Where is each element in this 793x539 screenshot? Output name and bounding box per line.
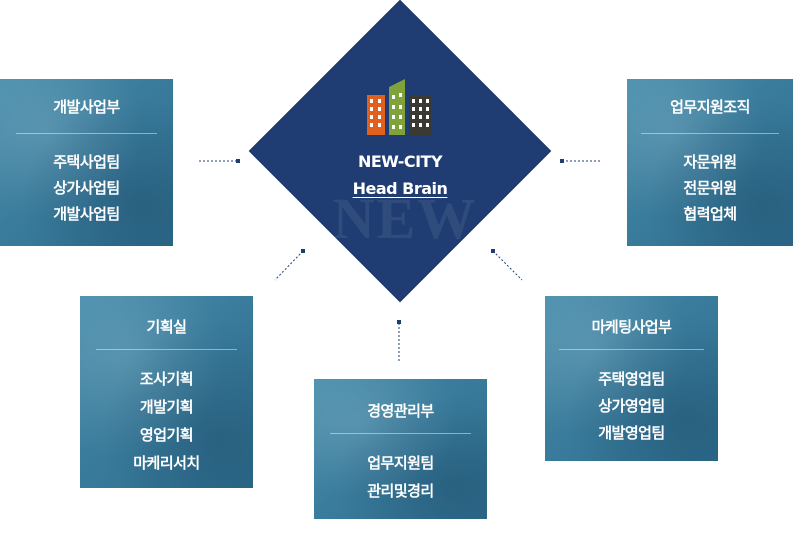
box-dev-title: 개발사업부 [53,98,120,116]
box-marketing-item-2: 상가영업팀 [598,397,665,415]
box-planning-item-3: 영업기획 [139,426,194,444]
box-dev-divider [16,133,157,134]
box-dev-division: 개발사업부 주택사업팀 상가사업팀 개발사업팀 [0,79,173,246]
box-marketing-divider [559,349,704,350]
box-management-item-1: 업무지원팀 [367,454,434,472]
box-planning-divider [96,349,237,350]
box-management-item-2: 관리및경리 [367,482,434,500]
box-support-item-1: 자문위원 [683,153,737,171]
box-planning: 기획실 조사기획 개발기획 영업기획 마케리서치 [80,296,253,488]
center-watermark: NEW [332,186,478,251]
box-marketing: 마케팅사업부 주택영업팀 상가영업팀 개발영업팀 [545,296,718,461]
connector-dot-dev [236,159,240,163]
box-support-title: 업무지원조직 [670,98,750,116]
box-management-title: 경영관리부 [367,402,434,420]
box-support-item-3: 협력업체 [683,205,737,223]
box-planning-title: 기획실 [146,318,187,336]
box-dev-item-1: 주택사업팀 [53,153,120,171]
box-marketing-item-3: 개발영업팀 [598,424,665,442]
box-planning-item-4: 마케리서치 [133,454,200,472]
box-planning-item-1: 조사기획 [139,370,194,388]
box-planning-item-2: 개발기획 [139,398,194,416]
connector-planning [274,250,304,281]
center-title: NEW-CITY [357,152,443,171]
box-dev-item-2: 상가사업팀 [53,179,120,197]
box-support-org: 업무지원조직 자문위원 전문위원 협력업체 [627,79,793,246]
box-dev-item-3: 개발사업팀 [53,205,120,223]
center-subtitle: Head Brain [352,179,448,198]
connector-dot-planning [301,249,305,253]
building-logo-icon [367,79,431,135]
connector-dot-marketing [491,249,495,253]
connector-marketing [492,250,523,281]
box-management-divider [330,433,471,434]
box-support-divider [641,133,779,134]
box-marketing-title: 마케팅사업부 [591,318,672,336]
box-support-item-2: 전문위원 [683,179,737,197]
box-management: 경영관리부 업무지원팀 관리및경리 [314,379,487,519]
box-marketing-item-1: 주택영업팀 [598,370,665,388]
connector-dot-management [397,320,401,324]
connector-dot-support [560,159,564,163]
